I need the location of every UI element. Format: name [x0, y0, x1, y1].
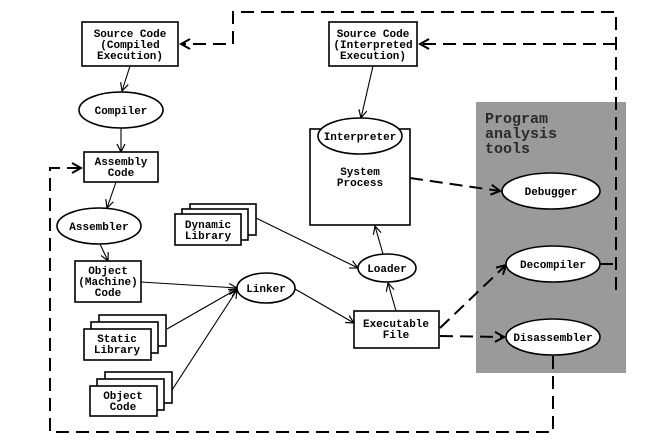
interpreter-node: Interpreter	[317, 117, 403, 155]
group-title: Program analysis tools	[485, 111, 566, 158]
svg-text:Disassembler: Disassembler	[513, 333, 592, 345]
source-to-interpreter-edge	[361, 65, 374, 118]
svg-text:Linker: Linker	[246, 284, 286, 296]
disassembler-node: Disassembler	[505, 318, 601, 356]
svg-text:Compiler: Compiler	[95, 106, 148, 118]
svg-text:Debugger: Debugger	[525, 187, 578, 199]
assembler-node: Assembler	[56, 207, 142, 245]
assembler-to-object-edge	[99, 243, 108, 261]
process-to-debugger-edge	[409, 177, 500, 191]
dynamic-to-loader-edge	[255, 217, 358, 268]
linker-node: Linker	[236, 272, 296, 304]
decompiler-to-source-compiled-edge	[181, 11, 617, 290]
disassembler-to-assembly-edge	[49, 168, 554, 433]
compiler-node: Compiler	[78, 91, 164, 129]
executable-to-decompiler-edge	[439, 265, 506, 329]
assembly-to-assembler-edge	[107, 181, 117, 208]
loader-node: Loader	[357, 253, 417, 283]
linker-to-executable-edge	[294, 288, 354, 323]
source-to-compiler-edge	[122, 65, 131, 91]
svg-text:Assembler: Assembler	[69, 222, 128, 234]
svg-text:Decompiler: Decompiler	[520, 260, 586, 272]
executable-to-disassembler-edge	[439, 336, 504, 337]
objects-to-linker-edge	[171, 290, 237, 391]
svg-text:Object(Machine)Code: Object(Machine)Code	[78, 266, 137, 300]
debugger-node: Debugger	[501, 172, 601, 210]
object-to-linker-edge	[140, 281, 237, 288]
static-to-linker-edge	[166, 289, 237, 330]
loader-to-process-edge	[375, 226, 384, 255]
svg-text:Interpreter: Interpreter	[324, 132, 397, 144]
svg-text:Loader: Loader	[367, 264, 407, 276]
decompiler-node: Decompiler	[505, 245, 601, 283]
object-machine-code-node: Object(Machine)Code	[74, 260, 142, 303]
executable-to-loader-edge	[388, 283, 397, 312]
